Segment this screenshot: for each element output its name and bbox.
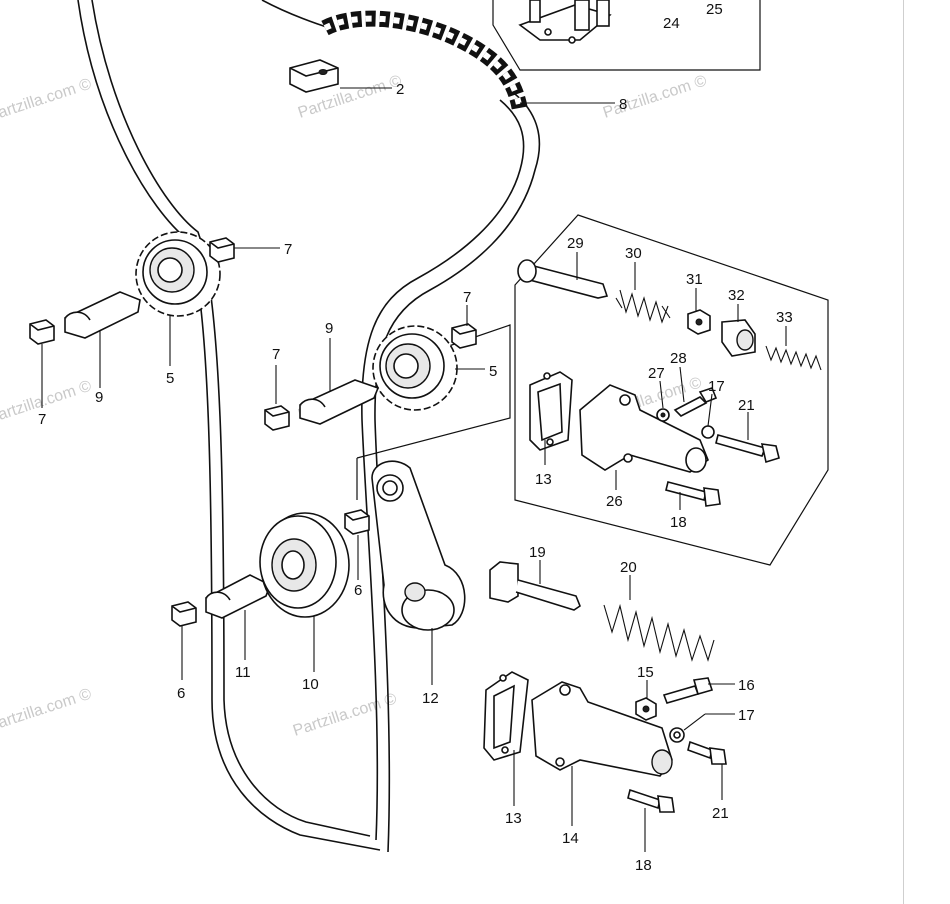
- callout-17-kit: 17: [708, 378, 725, 395]
- callout-17-lower: 17: [738, 707, 755, 724]
- callout-31: 31: [686, 271, 703, 288]
- callout-9-mid: 9: [325, 320, 333, 337]
- callout-20: 20: [620, 559, 637, 576]
- lower-tensioner: [483, 561, 727, 813]
- bolt-18-kit: [665, 481, 721, 507]
- callout-5-left: 5: [166, 370, 174, 387]
- block-7-mid: [264, 405, 290, 431]
- drive-chain: [321, 10, 528, 112]
- right-sprocket: [372, 325, 458, 411]
- bracket-14: [531, 681, 673, 777]
- bracket-26: [579, 384, 709, 473]
- callout-16: 16: [738, 677, 755, 694]
- block-7-top: [209, 237, 235, 263]
- bracket-24-25: [518, 0, 612, 44]
- tensioner-arm: [371, 460, 466, 631]
- watermark-mid-left: artzilla.com ©: [0, 378, 94, 424]
- callout-7-right: 7: [463, 289, 471, 306]
- callout-27: 27: [648, 365, 665, 382]
- watermark-bottom-left: artzilla.com ©: [0, 686, 94, 732]
- callout-32: 32: [728, 287, 745, 304]
- frames: [356, 0, 829, 566]
- callout-labels: 24 25 2 8 7 29 30 31 32 33 7 9 7 28 5 5 …: [38, 1, 793, 874]
- rod-19: [489, 561, 581, 611]
- gasket-13-lower: [483, 671, 529, 761]
- bolt-18-lower: [627, 788, 675, 813]
- callout-18-lower: 18: [635, 857, 652, 874]
- slider-9-mid: [299, 379, 380, 425]
- small-blocks: [29, 237, 477, 627]
- callout-24: 24: [663, 15, 680, 32]
- slider-11: [205, 574, 271, 619]
- callout-25: 25: [706, 1, 723, 18]
- callout-6-mid: 6: [354, 582, 362, 599]
- block-6-mid: [344, 509, 370, 535]
- nut-31: [687, 309, 711, 335]
- callout-12: 12: [422, 690, 439, 707]
- callout-21-lower: 21: [712, 805, 729, 822]
- callout-11: 11: [235, 664, 251, 681]
- callout-7-top: 7: [284, 241, 292, 258]
- callout-7-mid: 7: [272, 346, 280, 363]
- callout-30: 30: [625, 245, 642, 262]
- callout-2: 2: [396, 81, 404, 98]
- bolt-16: [662, 677, 714, 704]
- block-7-right: [451, 323, 477, 349]
- nut-15: [635, 697, 657, 721]
- callout-19: 19: [529, 544, 546, 561]
- bolt-29: [517, 259, 609, 299]
- washer-17-lower: [669, 727, 685, 743]
- sliders: [64, 291, 380, 619]
- gasket-13-kit: [529, 371, 573, 451]
- tensioner-kit-frame: [514, 214, 829, 566]
- callout-5-right: 5: [489, 363, 497, 380]
- watermark-top-left: artzilla.com ©: [0, 76, 94, 122]
- callout-8: 8: [619, 96, 627, 113]
- block-7-left: [29, 319, 55, 345]
- callout-28: 28: [670, 350, 687, 367]
- callout-14: 14: [562, 830, 579, 847]
- page-edge-line: [903, 0, 904, 904]
- bolt-21-kit: [715, 434, 780, 464]
- watermark-top-right: Partzilla.com ©: [601, 72, 709, 122]
- callout-26: 26: [606, 493, 623, 510]
- washer-17-kit: [701, 425, 715, 439]
- callout-13-lower: 13: [505, 810, 522, 827]
- slider-9-left: [64, 291, 141, 339]
- spring-20: [603, 603, 715, 662]
- spring-33: [765, 345, 822, 371]
- callout-7-left: 7: [38, 411, 46, 428]
- collar-32: [721, 319, 756, 357]
- pulley: [259, 512, 350, 618]
- left-sprocket: [135, 231, 221, 317]
- watermark-bottom-center: Partzilla.com ©: [291, 690, 399, 740]
- v-belt: [77, 0, 541, 853]
- leader-lines: [41, 87, 787, 852]
- callout-15: 15: [637, 664, 654, 681]
- block-6-left: [171, 601, 197, 627]
- callout-10: 10: [302, 676, 319, 693]
- tensioner-kit: [517, 259, 822, 507]
- part-2-block: [289, 59, 339, 93]
- callout-21-kit: 21: [738, 397, 755, 414]
- bolt-21-lower: [687, 740, 727, 765]
- spring-30: [615, 289, 671, 324]
- callout-13-kit: 13: [535, 471, 552, 488]
- bolt-28: [673, 387, 718, 417]
- callout-6-left: 6: [177, 685, 185, 702]
- washer-27: [656, 408, 670, 422]
- top-right-frame: [492, 0, 761, 71]
- callout-18-kit: 18: [670, 514, 687, 531]
- callout-9-left: 9: [95, 389, 103, 406]
- callout-29: 29: [567, 235, 584, 252]
- callout-33: 33: [776, 309, 793, 326]
